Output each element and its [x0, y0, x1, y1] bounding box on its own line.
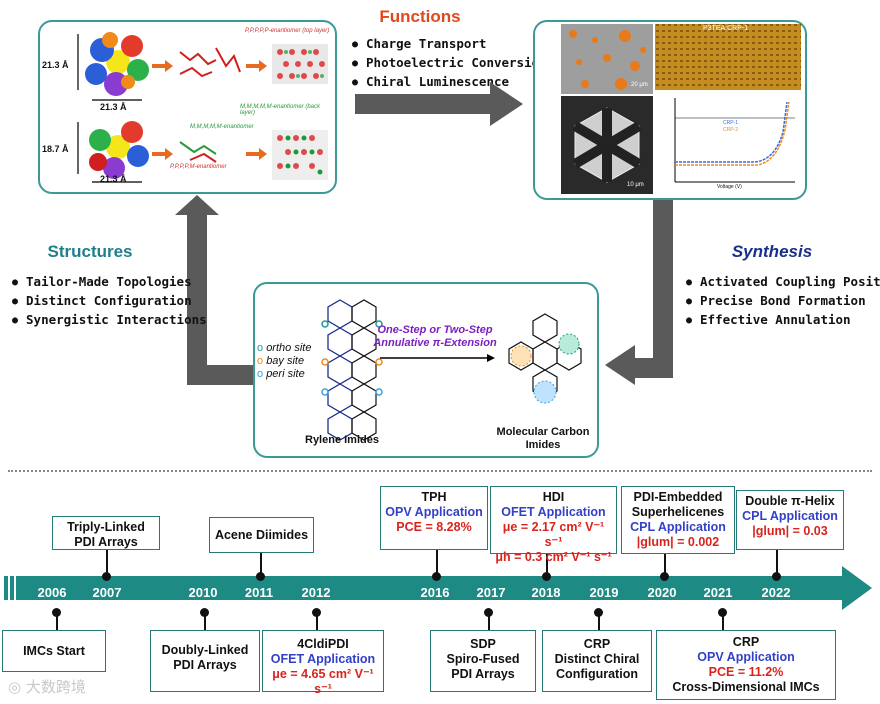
year-2006: 2006 — [37, 585, 67, 600]
year-2022: 2022 — [761, 585, 791, 600]
milestone-2021: CRP OPV Application PCE = 11.2% Cross-Di… — [656, 630, 836, 700]
milestone-2019: CRP Distinct Chiral Configuration — [542, 630, 652, 692]
annulation-scheme — [321, 299, 582, 441]
timeline-stem — [546, 553, 548, 576]
structures-bullet: Tailor-Made Topologies — [12, 274, 207, 289]
milestone-2022: Double π-Helix CPL Application |glum| = … — [736, 490, 844, 550]
structures-bullet: Synergistic Interactions — [12, 312, 207, 327]
rylene-imides-label: Rylene Imides — [305, 434, 379, 446]
timeline-dot — [542, 572, 551, 581]
structures-image-panel: 21.3 Å 21.3 Å 18.7 Å 21.3 Å P,P,P,P,P-en… — [38, 20, 337, 194]
timeline-dot — [432, 572, 441, 581]
timeline-dot — [772, 572, 781, 581]
site-legend: o ortho site o bay site o peri site — [257, 342, 312, 380]
timeline-stem — [776, 550, 778, 576]
ortho-site-label: ortho site — [266, 342, 312, 354]
flow-arrow-down-icon — [605, 200, 673, 385]
lattice-bottom-icon — [272, 130, 328, 180]
dimension-top-horizontal: 21.3 Å — [100, 102, 127, 112]
timeline-stem — [598, 612, 600, 630]
timeline-stem — [204, 612, 206, 630]
milestone-2011: Acene Diimides — [209, 517, 314, 553]
afm-label: P3TEA:CRP-1 — [703, 25, 749, 32]
functions-bullet: Charge Transport — [352, 36, 547, 51]
synthesis-title: Synthesis — [731, 242, 813, 261]
enantiomer-label-bottom-b: P,P,P,P,M-enantiomer — [170, 164, 227, 170]
year-2007: 2007 — [92, 585, 122, 600]
helix-pair-bottom-icon — [179, 141, 217, 163]
jv-legend-1: CRP-1 — [723, 120, 739, 126]
year-2018: 2018 — [531, 585, 561, 600]
peri-site-label: peri site — [266, 368, 305, 380]
molecule-bottom-icon — [89, 121, 149, 179]
structures-bullet: Distinct Configuration — [12, 293, 207, 308]
milestone-2007: Triply-Linked PDI Arrays — [52, 516, 160, 550]
enantiomer-label-top-b: M,M,M,M,M-enantiomer (back layer) — [240, 104, 321, 116]
timeline-stem — [316, 612, 318, 630]
timeline-stem — [722, 612, 724, 630]
year-2016: 2016 — [420, 585, 450, 600]
flow-arrow-right-icon — [355, 82, 523, 126]
dimension-top-vertical: 21.3 Å — [42, 60, 69, 70]
functions-bullet: Chiral Luminescence — [352, 74, 547, 89]
year-2020: 2020 — [647, 585, 677, 600]
structures-title: Structures — [47, 242, 133, 261]
device-characterization-images — [561, 24, 801, 194]
year-2017: 2017 — [476, 585, 506, 600]
timeline-stem — [106, 548, 108, 576]
milestone-2017: SDP Spiro-Fused PDI Arrays — [430, 630, 536, 692]
functions-bullets: Charge Transport Photoelectric Conversio… — [352, 36, 547, 93]
timeline-dot — [256, 572, 265, 581]
milestone-2016: TPH OPV Application PCE = 8.28% — [380, 486, 488, 550]
helix-pair-top-icon — [179, 47, 241, 78]
timeline-dot — [102, 572, 111, 581]
timeline-stem — [488, 612, 490, 630]
molecular-carbon-imides-label: Molecular Carbon Imides — [496, 426, 590, 451]
year-2011: 2011 — [244, 585, 274, 600]
annulation-arrow-label: One-Step or Two-Step Annulative π-Extens… — [373, 324, 497, 349]
dimension-bottom-horizontal: 21.3 Å — [100, 174, 127, 184]
scale-bar-label-2: 10 μm — [627, 182, 644, 188]
year-2010: 2010 — [188, 585, 218, 600]
milestone-2020: PDI-Embedded Superhelicenes CPL Applicat… — [621, 486, 735, 554]
dimension-bottom-vertical: 18.7 Å — [42, 144, 69, 154]
synthesis-bullet: Precise Bond Formation — [686, 293, 880, 308]
milestone-2006: IMCs Start — [2, 630, 106, 672]
scale-bar-label: 20 μm — [631, 82, 648, 88]
flow-arrow-up-icon — [175, 195, 260, 385]
milestone-2018: HDI OFET Application μe = 2.17 cm² V⁻¹ s… — [490, 486, 617, 564]
functions-title: Functions — [379, 7, 461, 26]
timeline-stem — [56, 612, 58, 630]
synthesis-bullet: Effective Annulation — [686, 312, 880, 327]
jv-legend-2: CRP-2 — [723, 127, 739, 133]
timeline-stem — [436, 549, 438, 576]
enantiomer-label-bottom-a: M,M,M,M,M-enantiomer — [190, 124, 254, 130]
milestone-2012: 4CldiPDI OFET Application μe = 4.65 cm² … — [262, 630, 384, 696]
molecule-top-icon — [85, 32, 149, 96]
enantiomer-label-top-a: P,P,P,P,P-enantiomer (top layer) — [245, 28, 330, 34]
timeline-dot — [660, 572, 669, 581]
milestone-2010: Doubly-Linked PDI Arrays — [150, 630, 260, 692]
bay-site-label: bay site — [266, 355, 305, 367]
watermark-logo: ◎ 大数跨境 — [8, 678, 86, 696]
section-divider — [8, 470, 872, 472]
timeline-stem — [260, 552, 262, 576]
synthesis-bullets: Activated Coupling Positions Precise Bon… — [686, 274, 880, 331]
structures-bullets: Tailor-Made Topologies Distinct Configur… — [12, 274, 207, 331]
lattice-top-icon — [272, 44, 328, 84]
synthesis-bullet: Activated Coupling Positions — [686, 274, 880, 289]
watermark-icon: ◎ — [8, 678, 26, 696]
functions-image-panel: 20 μm P3TEA:CRP-1 10 μm CRP-1 CRP-2 Volt… — [533, 20, 807, 200]
year-2019: 2019 — [589, 585, 619, 600]
timeline-arrow — [4, 566, 872, 610]
crystal-packing-illustration — [77, 32, 328, 183]
year-2012: 2012 — [301, 585, 331, 600]
jv-xlabel: Voltage (V) — [717, 184, 742, 190]
timeline-stem — [664, 553, 666, 576]
year-2021: 2021 — [703, 585, 733, 600]
synthesis-panel: o ortho site o bay site o peri site One-… — [253, 282, 599, 458]
functions-bullet: Photoelectric Conversion — [352, 55, 547, 70]
